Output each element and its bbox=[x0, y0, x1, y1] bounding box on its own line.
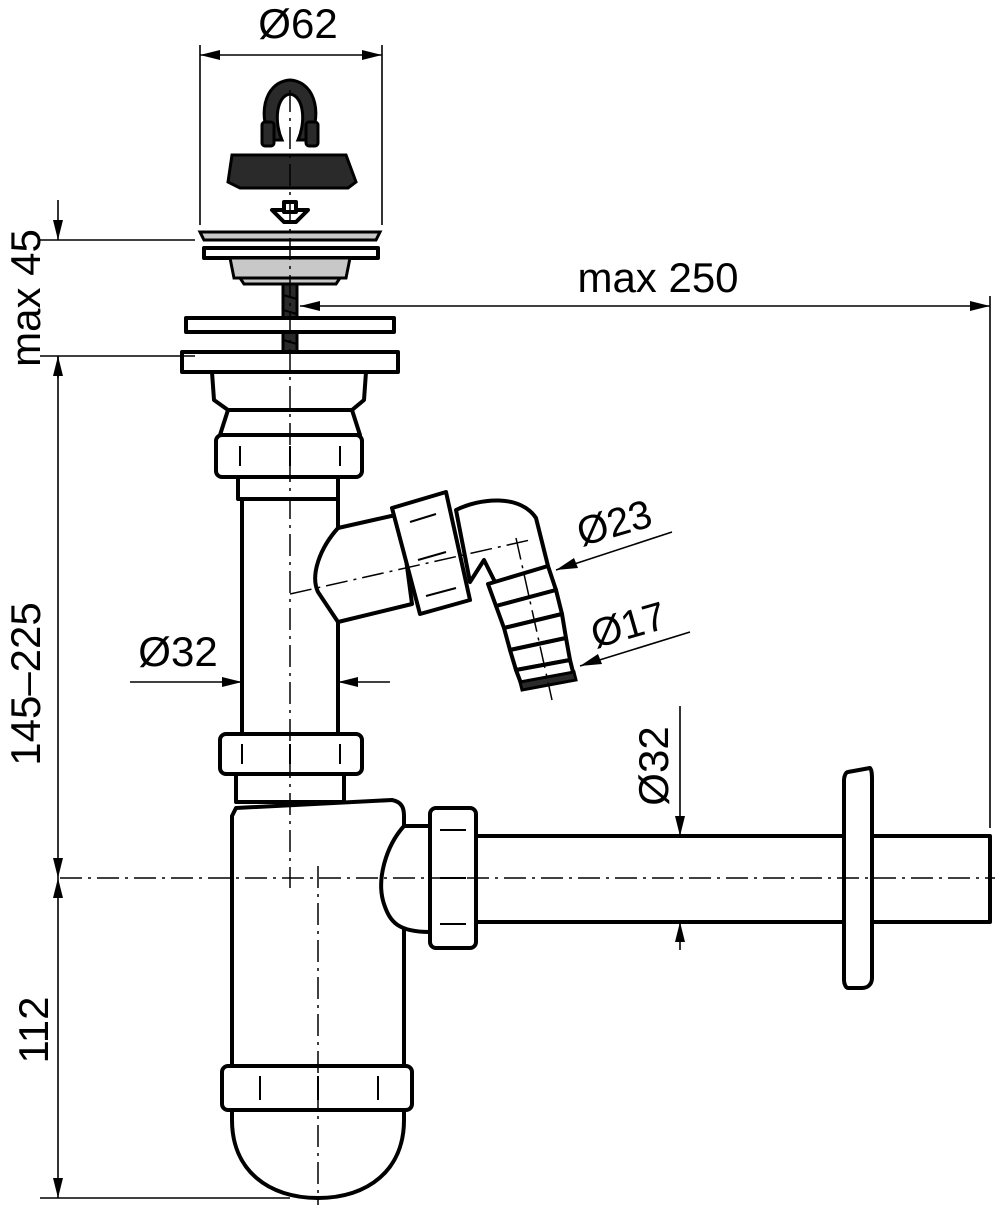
label-top-diameter: Ø62 bbox=[258, 0, 337, 47]
side-inlet bbox=[313, 490, 578, 692]
label-length: max 250 bbox=[577, 254, 738, 301]
dimension-height-bottom bbox=[40, 878, 290, 1199]
center-axes bbox=[60, 90, 995, 1205]
strainer-flange bbox=[197, 230, 383, 286]
dimension-length bbox=[300, 296, 991, 828]
dimension-outlet-diameter bbox=[675, 706, 685, 950]
dimension-height-top bbox=[40, 200, 195, 378]
dimension-inlet-diameter bbox=[555, 531, 673, 571]
hose-barb bbox=[486, 564, 578, 692]
label-height-top: max 45 bbox=[2, 229, 49, 367]
upper-union-nut bbox=[214, 433, 364, 501]
label-inlet-diameter: Ø23 bbox=[572, 492, 657, 555]
dimension-height-mid bbox=[53, 356, 63, 878]
dimension-pipe-diameter bbox=[130, 677, 390, 687]
label-hose-diameter: Ø17 bbox=[586, 594, 671, 657]
label-height-bottom: 112 bbox=[10, 997, 57, 1064]
rubber-plug bbox=[226, 78, 358, 190]
label-height-mid: 145–225 bbox=[2, 602, 49, 766]
dimension-hose-diameter bbox=[579, 631, 691, 667]
outlet-pipe bbox=[474, 834, 992, 924]
bottle-trap bbox=[230, 798, 432, 1068]
label-pipe-diameter: Ø32 bbox=[138, 628, 217, 675]
label-outlet-diameter: Ø32 bbox=[630, 726, 677, 805]
bottom-union-nut bbox=[220, 1064, 414, 1112]
lower-union-nut bbox=[218, 732, 364, 804]
tailpiece-upper bbox=[210, 370, 368, 437]
dimension-top-diameter bbox=[199, 45, 383, 225]
